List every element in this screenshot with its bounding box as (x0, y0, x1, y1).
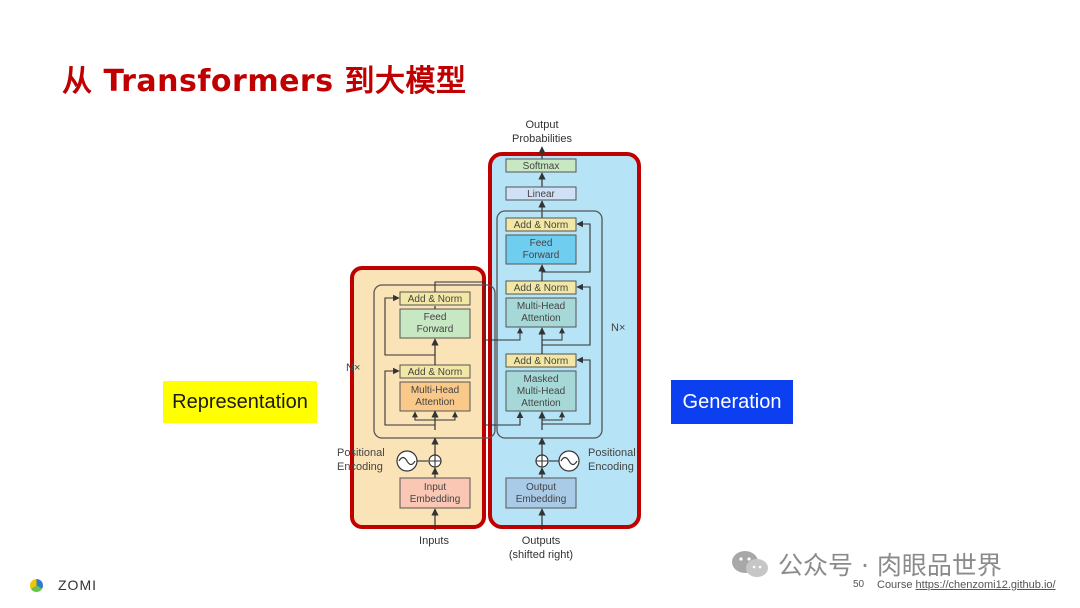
outputs-shifted-label: (shifted right) (509, 549, 573, 561)
generation-label: Generation (671, 380, 793, 424)
encoder-pos-line1: Positional (337, 447, 385, 459)
input-embedding (399, 477, 471, 509)
encoder-nx-label: N× (346, 362, 360, 374)
watermark-text: 公众号 · 肉眼品世界 (778, 551, 1002, 580)
decoder-masked-line3: Attention (521, 398, 560, 409)
decoder-masked-line2: Multi-Head (517, 386, 565, 397)
decoder-addnorm-bottom (505, 353, 577, 368)
inputs-label: Inputs (419, 535, 449, 547)
decoder-addnorm-top (505, 217, 577, 232)
course-info: Course https://chenzomi12.github.io/ (877, 579, 1056, 591)
encoder-addnorm-bottom-label: Add & Norm (408, 367, 462, 378)
encoder-mha-line1: Multi-Head (411, 385, 459, 396)
decoder-pos-line1: Positional (588, 447, 636, 459)
output-title-1: Output (525, 119, 558, 131)
course-link[interactable]: https://chenzomi12.github.io/ (915, 579, 1056, 591)
decoder-addnorm-bottom-label: Add & Norm (514, 356, 568, 367)
representation-label: Representation (163, 381, 317, 423)
zomi-logo-icon (30, 579, 43, 592)
encoder-emb-line2: Embedding (410, 494, 461, 505)
encoder-feed-forward (399, 308, 471, 339)
course-label: Course (877, 579, 913, 591)
slide-title: 从 Transformers 到大模型 (62, 64, 467, 99)
footer-brand: ZOMI (58, 577, 97, 593)
encoder-ff-line1: Feed (424, 312, 447, 323)
decoder-addnorm-mid (505, 280, 577, 295)
wechat-icon (732, 551, 768, 577)
encoder-pos-line2: Encoding (337, 461, 383, 473)
decoder-masked-attention (505, 370, 577, 412)
output-embedding (505, 477, 577, 509)
decoder-emb-line2: Embedding (516, 494, 567, 505)
outputs-label: Outputs (522, 535, 561, 547)
decoder-addnorm-top-label: Add & Norm (514, 220, 568, 231)
decoder-nx-label: N× (611, 322, 625, 334)
decoder-feed-forward (505, 234, 577, 265)
encoder-emb-line1: Input (424, 482, 446, 493)
decoder-mha-line2: Attention (521, 313, 560, 324)
decoder-multihead-attention (505, 297, 577, 328)
encoder-ff-line2: Forward (417, 324, 454, 335)
encoder-mha-line2: Attention (415, 397, 454, 408)
encoder-addnorm-top-label: Add & Norm (408, 294, 462, 305)
softmax-label: Softmax (523, 161, 560, 172)
page-number: 50 (853, 579, 865, 590)
linear-label: Linear (527, 189, 555, 200)
decoder-emb-line1: Output (526, 482, 556, 493)
linear-box (505, 186, 577, 201)
decoder-masked-line1: Masked (523, 374, 558, 385)
decoder-block-frame (496, 210, 603, 439)
output-title-2: Probabilities (512, 133, 572, 145)
decoder-addnorm-mid-label: Add & Norm (514, 283, 568, 294)
decoder-ff-line1: Feed (530, 238, 553, 249)
watermark: 公众号 · 肉眼品世界 (730, 546, 1002, 582)
softmax-box (505, 158, 577, 173)
decoder-mha-line1: Multi-Head (517, 301, 565, 312)
decoder-ff-line2: Forward (523, 250, 560, 261)
decoder-pos-line2: Encoding (588, 461, 634, 473)
